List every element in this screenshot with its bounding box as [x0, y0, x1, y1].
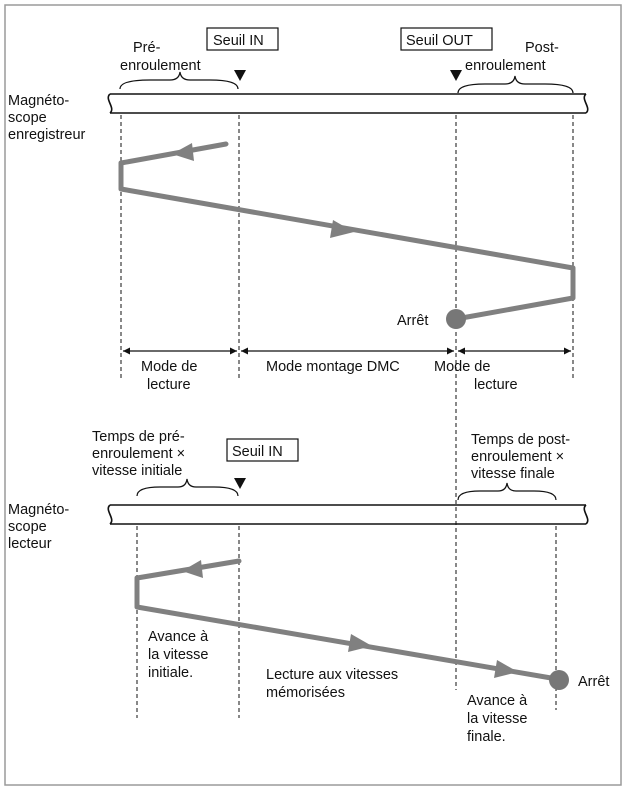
- player-playback-stored: Lecture aux vitesses mémorisées: [266, 667, 402, 701]
- player-preroll-brace: [136, 478, 239, 497]
- recorder-mode-dmc: Mode montage DMC: [266, 359, 400, 375]
- recorder-tape: [107, 93, 589, 114]
- recorder-out-point-box: Seuil OUT: [400, 27, 493, 51]
- player-advance-initial: Avance à la vitesse initiale.: [148, 629, 212, 681]
- player-rewind-arrow: [182, 560, 203, 578]
- svg-text:Seuil IN: Seuil IN: [213, 33, 264, 49]
- recorder-in-marker: [234, 70, 246, 81]
- recorder-play-arrow: [330, 220, 354, 238]
- recorder-stop-label: Arrêt: [397, 313, 428, 329]
- player-stop-label: Arrêt: [578, 674, 609, 690]
- player-advance-final: Avance à la vitesse finale.: [467, 693, 531, 745]
- player-preroll-label: Temps de pré- enroulement × vitesse init…: [92, 429, 189, 479]
- svg-text:Seuil OUT: Seuil OUT: [406, 33, 473, 49]
- player-guides: [136, 526, 557, 718]
- outer-frame: [4, 4, 622, 786]
- recorder-out-marker: [450, 70, 462, 81]
- recorder-guides: [120, 115, 574, 690]
- player-tape-label: Magnéto- scope lecteur: [8, 502, 73, 552]
- player-in-marker: [234, 478, 246, 489]
- recorder-postroll-brace: [457, 75, 574, 94]
- svg-text:Seuil IN: Seuil IN: [232, 444, 283, 460]
- recorder-tape-label: Magnéto- scope enregistreur: [8, 93, 86, 143]
- recorder-stop-dot: [446, 309, 466, 329]
- recorder-in-point-box: Seuil IN: [206, 27, 279, 51]
- recorder-preroll-label: Pré- enroulement: [120, 40, 201, 74]
- player-play-arrow-1: [348, 634, 372, 652]
- recorder-postroll-label: Post- enroulement: [465, 40, 563, 74]
- player-postroll-brace: [457, 482, 557, 501]
- player-play-arrow-2: [494, 660, 518, 678]
- recorder-preroll-brace: [119, 71, 239, 90]
- recorder-mode-playback-2: Mode de lecture: [434, 359, 518, 393]
- player-stop-dot: [549, 670, 569, 690]
- recorder-mode-playback-1: Mode de lecture: [141, 359, 201, 393]
- player-postroll-label: Temps de post- enroulement × vitesse fin…: [471, 432, 574, 482]
- player-tape: [107, 504, 589, 525]
- player-in-point-box: Seuil IN: [226, 438, 299, 462]
- recorder-rewind-arrow: [172, 143, 194, 161]
